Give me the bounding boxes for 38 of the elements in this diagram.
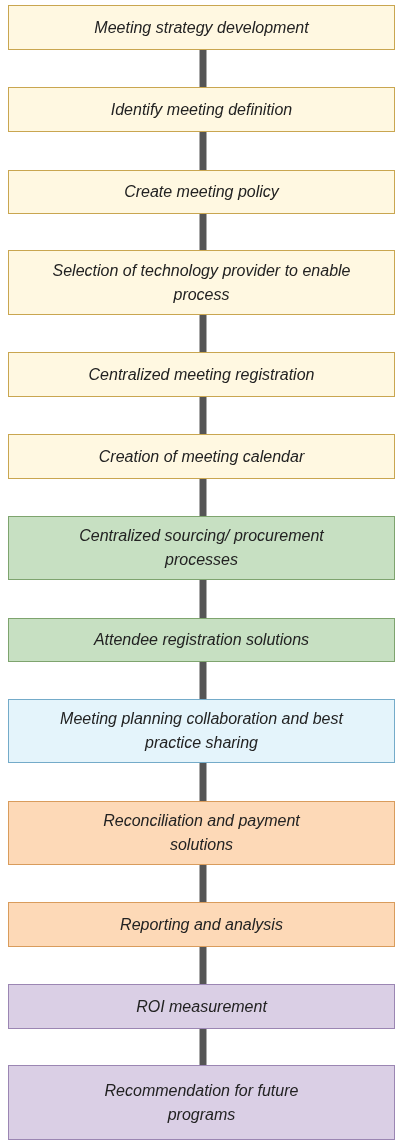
step-label: Meeting planning collaboration and best practice sharing bbox=[59, 709, 345, 753]
connector-line bbox=[199, 580, 207, 618]
step-label: Selection of technology provider to enable process bbox=[51, 260, 352, 305]
process-box bbox=[8, 801, 395, 865]
step-label: Meeting strategy development bbox=[94, 17, 309, 38]
process-box bbox=[8, 984, 395, 1029]
connector-line bbox=[199, 763, 207, 801]
process-box bbox=[8, 5, 395, 50]
connector-line bbox=[199, 662, 207, 699]
process-box bbox=[8, 1065, 395, 1140]
connector-line bbox=[199, 50, 207, 87]
connector-line bbox=[199, 479, 207, 516]
process-box bbox=[8, 699, 395, 763]
connector-line bbox=[199, 947, 207, 984]
step-label: Create meeting policy bbox=[124, 182, 279, 202]
step-label: ROI measurement bbox=[136, 996, 267, 1017]
process-box bbox=[8, 618, 395, 662]
process-box bbox=[8, 352, 395, 397]
step-label: Centralized meeting registration bbox=[88, 364, 315, 385]
step-label: Creation of meeting calendar bbox=[98, 446, 305, 467]
connector-line bbox=[199, 1029, 207, 1065]
process-box bbox=[8, 250, 395, 315]
step-label: Attendee registration solutions bbox=[93, 630, 310, 650]
step-label: Centralized sourcing/ procurement processes bbox=[78, 526, 325, 570]
step-label: Reconciliation and payment solutions bbox=[102, 811, 301, 855]
process-box bbox=[8, 87, 395, 132]
connector-line bbox=[199, 315, 207, 352]
step-label: Recommendation for future programs bbox=[103, 1080, 300, 1125]
connector-line bbox=[199, 214, 207, 250]
process-box bbox=[8, 902, 395, 947]
process-box bbox=[8, 516, 395, 580]
process-box bbox=[8, 434, 395, 479]
connector-line bbox=[199, 132, 207, 170]
process-box bbox=[8, 170, 395, 214]
connector-line bbox=[199, 397, 207, 434]
connector-line bbox=[199, 865, 207, 902]
step-label: Identify meeting definition bbox=[110, 99, 293, 120]
step-label: Reporting and analysis bbox=[120, 914, 283, 935]
